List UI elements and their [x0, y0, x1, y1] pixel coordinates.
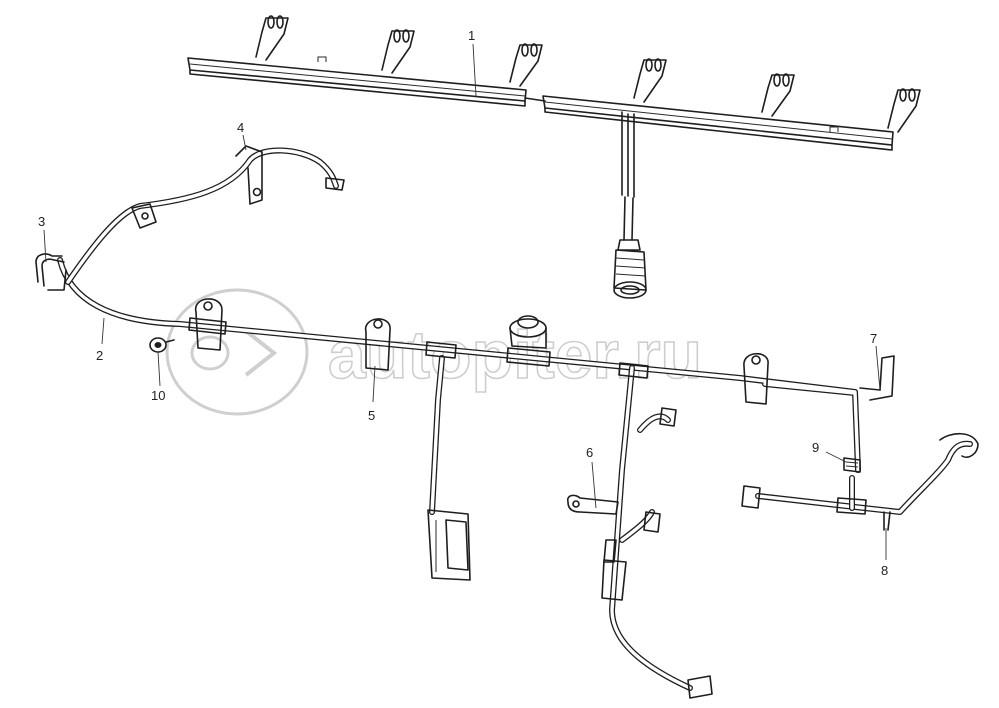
ring-terminal-lower	[687, 675, 713, 699]
part-6-bracket	[566, 407, 677, 601]
callout-4: 4	[237, 120, 247, 151]
injector-connector-5	[761, 73, 795, 117]
injector-connector-2	[381, 29, 415, 74]
p-clip-c	[743, 352, 769, 405]
callout-10-label: 10	[151, 388, 165, 403]
callout-4-label: 4	[237, 120, 244, 135]
injector-connector-3	[509, 43, 543, 87]
p-clip-a	[195, 298, 223, 351]
watermark-logo	[165, 288, 309, 416]
callout-2-label: 2	[96, 348, 103, 363]
injector-connector-1	[255, 15, 289, 61]
part-9-fitting	[843, 457, 861, 473]
callout-7-label: 7	[870, 331, 877, 346]
callout-1-label: 1	[468, 28, 475, 43]
callout-9: 9	[812, 440, 847, 463]
callout-10: 10	[151, 351, 165, 403]
relay-cap	[509, 315, 547, 349]
callout-7: 7	[870, 331, 881, 391]
part-7-bracket	[859, 355, 895, 401]
callout-6-label: 6	[586, 445, 593, 460]
connector-block-lower	[427, 509, 471, 581]
round-connector	[613, 239, 647, 299]
part-8-sub-harness	[741, 432, 979, 531]
part-5-clips	[195, 298, 769, 405]
callout-8-label: 8	[881, 563, 888, 578]
callout-2: 2	[96, 317, 105, 363]
callout-3-label: 3	[38, 214, 45, 229]
callout-6: 6	[586, 445, 597, 509]
p-clip-b	[365, 318, 391, 371]
part-4-clip	[131, 145, 345, 229]
injector-connector-6	[887, 88, 921, 133]
injector-connector-4	[633, 58, 667, 103]
callout-5-label: 5	[368, 408, 375, 423]
part-1-injector-harness	[187, 15, 921, 299]
watermark: autopiter.ru	[165, 288, 703, 416]
part-10-nut	[149, 337, 175, 353]
callout-8: 8	[881, 528, 888, 578]
callout-3: 3	[38, 214, 47, 263]
callout-9-label: 9	[812, 440, 819, 455]
part-2-main-harness	[57, 147, 861, 699]
callout-5: 5	[368, 365, 376, 423]
callout-1: 1	[468, 28, 477, 97]
